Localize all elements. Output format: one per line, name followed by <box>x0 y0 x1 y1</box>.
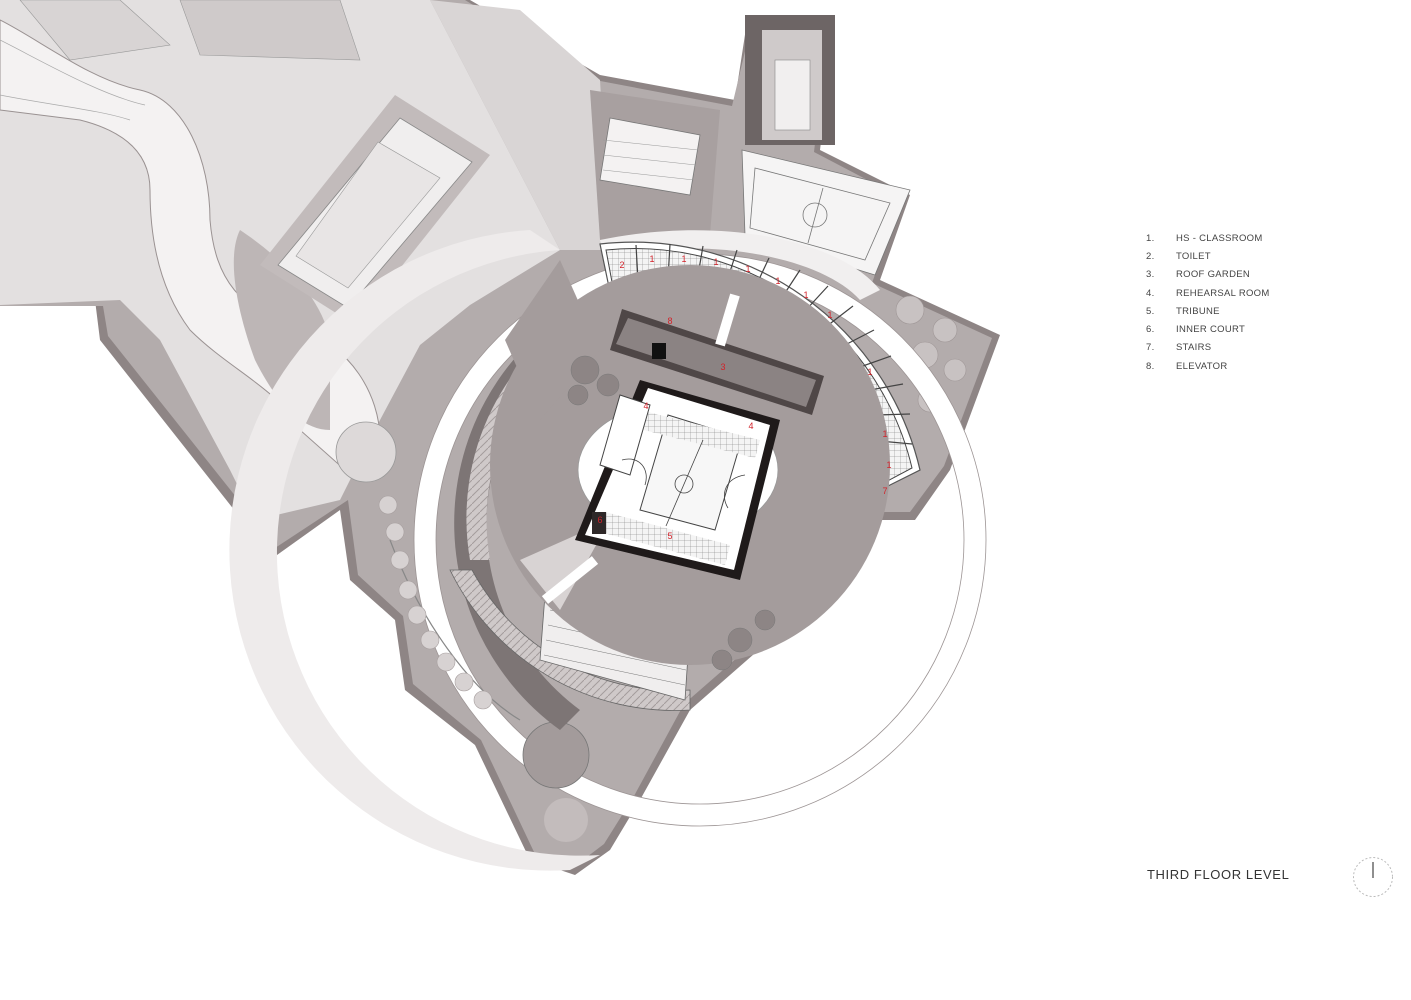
room-label-classroom: 1 <box>803 290 808 300</box>
room-label-rehearsal: 4 <box>748 421 753 431</box>
room-label-classroom: 1 <box>867 367 872 377</box>
room-label-classroom: 1 <box>681 254 686 264</box>
legend-label: TOILET <box>1176 250 1211 262</box>
drawing-title: THIRD FLOOR LEVEL <box>1147 867 1290 882</box>
legend-number: 3. <box>1146 269 1155 281</box>
legend-label: INNER COURT <box>1176 324 1246 336</box>
legend-number: 7. <box>1146 342 1155 354</box>
legend-label: ROOF GARDEN <box>1176 269 1251 281</box>
room-label-classroom: 1 <box>886 460 891 470</box>
legend-item: 6. INNER COURT <box>1146 320 1346 338</box>
legend-item: 5. TRIBUNE <box>1146 302 1346 320</box>
legend: 1.HS - CLASSROOM 2.TOILET 3.ROOF GARDEN … <box>1146 229 1346 375</box>
legend-item: 2. TOILET <box>1146 247 1346 265</box>
legend-item: 1. HS - CLASSROOM <box>1146 229 1346 247</box>
room-label-classroom: 1 <box>775 276 780 286</box>
legend-number: 4. <box>1146 287 1155 299</box>
room-label-classroom: 1 <box>713 257 718 267</box>
legend-item: 8. ELEVATOR <box>1146 357 1346 375</box>
legend-label: STAIRS <box>1176 342 1212 354</box>
room-label-stairs: 7 <box>882 486 887 496</box>
room-label-classroom: 1 <box>827 310 832 320</box>
room-label-inner-court: 6 <box>597 515 602 525</box>
parking-block <box>260 95 490 325</box>
sports-field <box>590 90 720 240</box>
legend-item: 7. STAIRS <box>1146 339 1346 357</box>
legend-label: ELEVATOR <box>1176 360 1228 372</box>
room-label-tribune: 5 <box>667 531 672 541</box>
room-label-toilet: 2 <box>619 260 624 270</box>
central-building <box>575 309 824 580</box>
room-label-classroom: 1 <box>745 264 750 274</box>
room-label-elevator: 8 <box>667 316 672 326</box>
room-label-rehearsal: 4 <box>643 401 648 411</box>
legend-number: 6. <box>1146 324 1155 336</box>
room-label-classroom: 1 <box>649 254 654 264</box>
legend-item: 4. REHEARSAL ROOM <box>1146 284 1346 302</box>
ring-gaps <box>541 293 740 604</box>
legend-number: 5. <box>1146 305 1155 317</box>
north-wedge <box>430 0 610 250</box>
legend-number: 8. <box>1146 360 1155 372</box>
room-label-classroom: 1 <box>882 429 887 439</box>
room-label-roof-garden: 3 <box>720 362 725 372</box>
room-labels: 1 1 1 1 1 1 1 1 1 1 2 3 4 4 5 6 7 8 <box>597 254 891 541</box>
legend-label: HS - CLASSROOM <box>1176 232 1263 244</box>
legend-label: TRIBUNE <box>1176 305 1220 317</box>
stair-tower <box>745 15 835 145</box>
legend-number: 2. <box>1146 250 1155 262</box>
legend-item: 3. ROOF GARDEN <box>1146 266 1346 284</box>
legend-number: 1. <box>1146 232 1155 244</box>
legend-label: REHEARSAL ROOM <box>1176 287 1270 299</box>
trees-walkway <box>378 495 493 710</box>
north-arrow-icon <box>1353 857 1393 897</box>
